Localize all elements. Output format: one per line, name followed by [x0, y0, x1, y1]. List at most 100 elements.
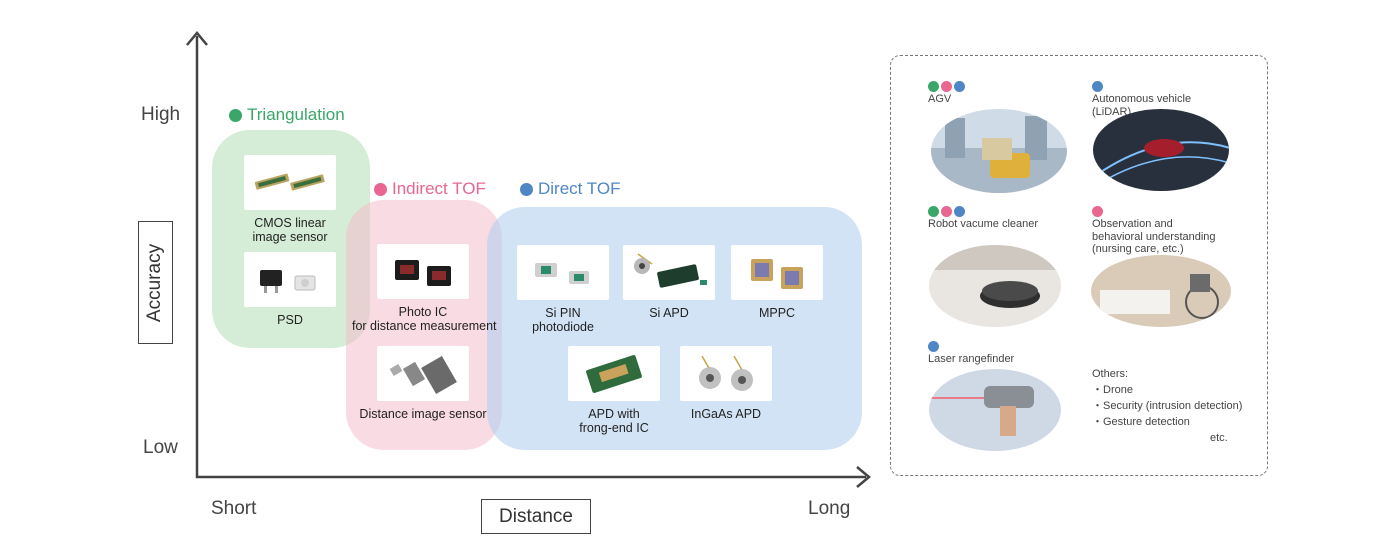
psd-label-line1: PSD: [277, 313, 303, 327]
si-apd-label: Si APD: [622, 306, 716, 320]
app-observation-behavioral: Observation and behavioral understanding…: [1092, 206, 1216, 256]
y-axis-title: Accuracy: [144, 243, 166, 322]
others-title: Others:: [1092, 368, 1129, 380]
indirect-tof-dot: [941, 81, 952, 92]
product-distance-image-sensor: Distance image sensor: [352, 346, 494, 421]
cmos-label: CMOS linear image sensor: [240, 216, 340, 244]
x-axis-short-label: Short: [211, 498, 257, 519]
triangulation-dot: [928, 81, 939, 92]
indirect-tof-title: Indirect TOF: [374, 179, 486, 199]
cmos-label-line1: CMOS linear: [254, 216, 326, 230]
y-axis-low-label: Low: [143, 437, 178, 458]
indirect-tof-label: Indirect TOF: [392, 179, 486, 198]
app-agv: AGV: [928, 81, 965, 106]
triangulation-dot: [229, 108, 242, 122]
observation-label-line3: (nursing care, etc.): [1092, 243, 1184, 255]
laser-label: Laser rangefinder: [928, 353, 1014, 366]
others-etc: etc.: [1210, 432, 1228, 444]
laser-method-dots: [928, 341, 1014, 352]
triangulation-title: Triangulation: [229, 105, 345, 125]
indirect-tof-region: [346, 200, 502, 450]
agv-method-dots: [928, 81, 965, 92]
robot-vacuum-photo: [929, 245, 1061, 327]
si-apd-image: [623, 245, 715, 300]
direct-tof-dot: [520, 182, 533, 196]
laser-rangefinder-photo: [929, 369, 1061, 451]
product-photo-ic: Photo IC for distance measurement: [352, 244, 497, 333]
indirect-tof-dot: [1092, 206, 1103, 217]
direct-tof-dot: [954, 206, 965, 217]
mppc-label-line1: MPPC: [758, 306, 796, 320]
agv-label: AGV: [928, 93, 965, 106]
autonomous-vehicle-photo: [1093, 109, 1229, 191]
si-apd-label-line1: Si APD: [649, 306, 689, 320]
photo-ic-label: Photo IC for distance measurement: [352, 305, 497, 333]
indirect-tof-dot: [374, 182, 387, 196]
indirect-tof-dot: [941, 206, 952, 217]
triangulation-dot: [928, 206, 939, 217]
distance-sensor-label: Distance image sensor: [352, 407, 494, 421]
laser-label-line1: Laser rangefinder: [928, 353, 1015, 365]
autonomous-method-dots: [1092, 81, 1191, 92]
cmos-sensor-image: [244, 155, 336, 210]
y-axis-high-label: High: [141, 104, 181, 125]
applications-panel: [890, 55, 1268, 476]
x-axis-long-label: Long: [808, 498, 851, 519]
photo-ic-label-line1: Photo IC: [398, 305, 448, 319]
product-si-pin-photodiode: Si PIN photodiode: [514, 245, 612, 334]
direct-tof-dot: [954, 81, 965, 92]
y-axis-title-box: Accuracy: [138, 221, 173, 344]
observation-label-line1: Observation and: [1092, 218, 1173, 230]
ingaas-label-line1: InGaAs APD: [690, 407, 762, 421]
direct-tof-dot: [928, 341, 939, 352]
y-axis-arrowhead: [186, 31, 208, 46]
distance-sensor-image: [377, 346, 469, 401]
product-cmos-linear-image-sensor: CMOS linear image sensor: [240, 155, 340, 244]
mppc-image: [731, 245, 823, 300]
observation-label-line2: behavioral understanding: [1092, 230, 1216, 243]
others-list: Others: ・Drone ・Security (intrusion dete…: [1092, 366, 1242, 446]
observation-method-dots: [1092, 206, 1216, 217]
photo-ic-label-line2: for distance measurement: [352, 319, 497, 333]
app-laser-rangefinder: Laser rangefinder: [928, 341, 1014, 366]
agv-label-line1: AGV: [928, 93, 952, 105]
observation-photo: [1091, 255, 1231, 327]
robot-label-line1: Robot vacume cleaner: [928, 218, 1039, 230]
cmos-label-line2: image sensor: [252, 230, 328, 244]
x-axis-title: Distance: [499, 505, 573, 527]
photo-ic-image: [377, 244, 469, 299]
autonomous-label: Autonomous vehicle (LiDAR): [1092, 93, 1191, 118]
direct-tof-dot: [1092, 81, 1103, 92]
si-pin-label-line2: photodiode: [532, 320, 594, 334]
autonomous-label-line2: (LiDAR): [1092, 105, 1132, 118]
app-autonomous-vehicle: Autonomous vehicle (LiDAR): [1092, 81, 1191, 118]
psd-label: PSD: [240, 313, 340, 327]
product-apd-frontend-ic: APD with frong-end IC: [564, 346, 664, 435]
mppc-label: MPPC: [728, 306, 826, 320]
apd-ic-label-line2: frong-end IC: [579, 421, 649, 435]
ingaas-label: InGaAs APD: [676, 407, 776, 421]
observation-label: Observation and behavioral understanding…: [1092, 218, 1216, 256]
others-item-gesture: ・Gesture detection: [1092, 416, 1190, 428]
product-psd: PSD: [240, 252, 340, 327]
si-pin-image: [517, 245, 609, 300]
apd-ic-label-line1: APD with: [588, 407, 640, 421]
apd-ic-label: APD with frong-end IC: [564, 407, 664, 435]
product-ingaas-apd: InGaAs APD: [676, 346, 776, 421]
psd-image: [244, 252, 336, 307]
others-item-drone: ・Drone: [1092, 384, 1133, 396]
product-mppc: MPPC: [728, 245, 826, 320]
others-item-security: ・Security (intrusion detection): [1092, 400, 1243, 412]
si-pin-label-line1: Si PIN: [545, 306, 581, 320]
x-axis-arrowhead: [856, 466, 871, 488]
robot-method-dots: [928, 206, 1038, 217]
robot-label: Robot vacume cleaner: [928, 218, 1038, 231]
agv-photo: [931, 109, 1067, 193]
distance-sensor-label-line1: Distance image sensor: [359, 407, 487, 421]
product-si-apd: Si APD: [622, 245, 716, 320]
direct-tof-label: Direct TOF: [538, 179, 621, 198]
ingaas-image: [680, 346, 772, 401]
autonomous-label-line1: Autonomous vehicle: [1092, 93, 1192, 105]
triangulation-label: Triangulation: [247, 105, 345, 124]
